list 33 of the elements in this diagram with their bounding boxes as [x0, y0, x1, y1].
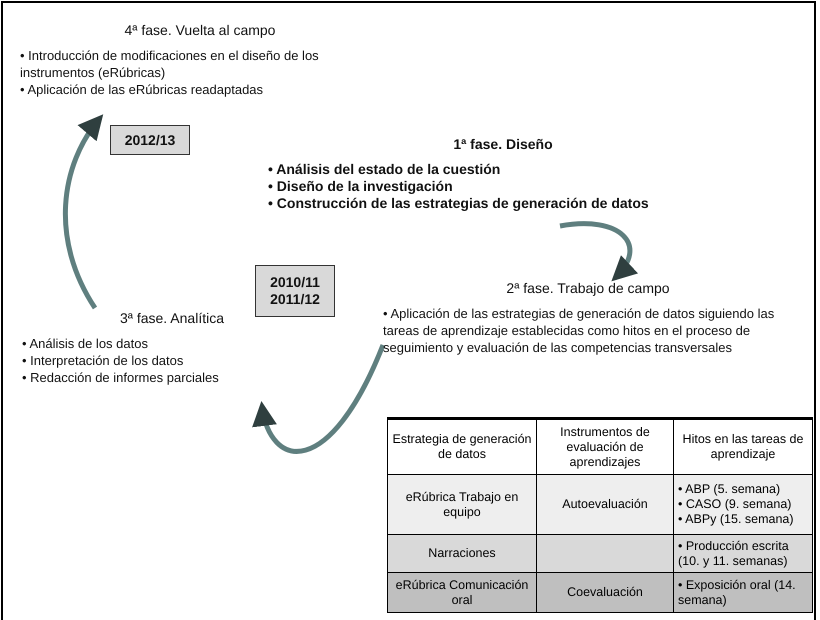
- curved-arrow: [254, 344, 386, 454]
- phase-heading: 1ª fase. Diseño: [452, 136, 554, 153]
- cell-text: eRúbrica Trabajo en equipo: [404, 490, 520, 520]
- year-label: 2012/13: [124, 132, 176, 148]
- curved-arrow: [560, 221, 638, 282]
- year-label: 2010/11 2011/12: [269, 274, 321, 308]
- header-text: Instrumentos de evaluación de aprendizajes: [559, 424, 651, 470]
- year-box: [110, 125, 190, 155]
- bullet-item: • Aplicación de las eRúbricas readaptadas: [20, 81, 264, 98]
- bullet-item: • Construcción de las estrategias de generación de datos: [268, 195, 650, 212]
- bullet-item: • Redacción de informes parciales: [22, 369, 220, 386]
- phase-heading: 2ª fase. Trabajo de campo: [505, 280, 671, 297]
- header-text: Estrategia de generación de datos: [392, 432, 532, 462]
- cell-text: • ABPy (15. semana): [678, 512, 795, 527]
- bullet-item: • Diseño de la investigación: [268, 178, 454, 195]
- phase-description: • Aplicación de las estrategias de generación de datos siguiendo las tareas de aprendizaje establecidas como hitos en el proceso de seguimiento y evaluación de las competencias transversales: [383, 305, 776, 356]
- bullet-item: • Análisis del estado de la cuestión: [268, 161, 502, 178]
- bullet-item: • Interpretación de los datos: [22, 352, 184, 369]
- bullet-item: • Introducción de modificaciones en el diseño de los instrumentos (eRúbricas): [20, 47, 320, 81]
- cell-text: • Exposición oral (14. semana): [678, 578, 797, 608]
- cell-text: eRúbrica Comunicación oral: [394, 578, 530, 608]
- phase-heading: 3ª fase. Analítica: [118, 310, 226, 327]
- cell-text: Narraciones: [427, 546, 497, 561]
- year-box: [255, 265, 335, 317]
- curved-arrow: [63, 114, 104, 310]
- cell-text: • CASO (9. semana): [678, 497, 792, 512]
- phase-heading: 4ª fase. Vuelta al campo: [124, 22, 276, 39]
- cell-text: Coevaluación: [566, 585, 644, 600]
- cell-text: Autoevaluación: [561, 497, 649, 512]
- bullet-item: • Análisis de los datos: [22, 335, 149, 352]
- cell-text: • Producción escrita (10. y 11. semanas): [678, 538, 790, 568]
- cell-text: • ABP (5. semana): [678, 482, 782, 497]
- header-text: Hitos en las tareas de aprendizaje: [682, 432, 804, 462]
